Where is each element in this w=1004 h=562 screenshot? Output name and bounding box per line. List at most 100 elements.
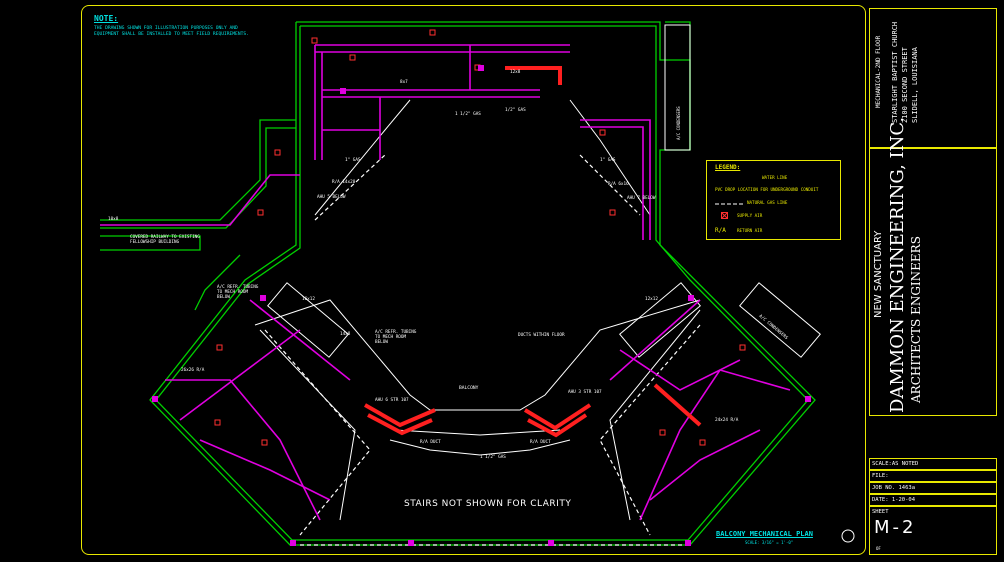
stairs-note: STAIRS NOT SHOWN FOR CLARITY	[404, 499, 572, 509]
pad	[688, 295, 694, 301]
pad	[685, 540, 691, 546]
upper-chamfer-left	[314, 99, 411, 216]
tag-gas-2: 1/2" GAS	[505, 108, 526, 113]
plan-scale: SCALE: 3/16" = 1'-0"	[745, 540, 794, 545]
north-arrow-icon	[841, 529, 855, 543]
legend-ra-symbol: R/A	[715, 227, 726, 234]
duct-diag-left	[249, 299, 351, 381]
gas-line-left-lower	[264, 329, 371, 536]
gas-line-right-lower	[599, 324, 701, 536]
diffuser	[609, 209, 616, 216]
duct-runs	[100, 44, 791, 521]
railway-2	[194, 254, 241, 311]
diffusers	[214, 29, 746, 446]
scale-text: SCALE:AS NOTED	[872, 461, 919, 467]
gas-line-symbol-icon	[715, 203, 745, 205]
tag-ahu-3: AHU 3 STR 107	[568, 390, 602, 395]
duct-diag-right	[609, 299, 701, 381]
diffuser	[274, 149, 281, 156]
sheet-number: M-2	[874, 517, 917, 538]
tag-gas-4: 1" GAS	[600, 158, 616, 163]
tag-ahu-6: AHU 6 STR 107	[375, 398, 409, 403]
tb-firm	[869, 148, 997, 416]
upper-chamfer-right	[569, 99, 651, 216]
tag-ac-tubing-2: A/C REFR. TUBING TO MECH ROOM BELOW	[375, 330, 417, 345]
gas-line-left-upper	[314, 154, 386, 221]
pad	[478, 65, 484, 71]
tag-ahu-5: AHU 5 BELOW	[317, 195, 346, 200]
tag-size-8: 12x8	[510, 70, 521, 75]
condenser-outlines	[664, 24, 821, 358]
title-block: MECHANICAL-2ND FLOOR STARLIGHT BAPTIST C…	[869, 8, 997, 555]
corridor-wall-2	[100, 127, 296, 229]
diffuser	[311, 37, 318, 44]
duct-lower-left-3	[199, 439, 331, 501]
corridor-wall	[100, 119, 296, 221]
legend-item-pvc: PVC DROP LOCATION FOR UNDERGROUND CONDUI…	[715, 187, 819, 192]
tb-scale	[869, 458, 997, 470]
pad	[408, 540, 414, 546]
tag-gas-5: 1 1/2" GAS	[480, 455, 506, 460]
project-name: NEW SANCTUARY	[873, 230, 884, 318]
hatch-left-2	[367, 413, 433, 436]
diffuser	[214, 419, 221, 426]
tag-ahu-7: AHU 7 BELOW	[627, 196, 656, 201]
pad	[340, 88, 346, 94]
hatch-right-2	[527, 413, 588, 438]
building-walls	[100, 21, 816, 546]
red-hatch	[364, 66, 702, 438]
legend-title: LEGEND:	[715, 164, 741, 171]
duct-lower-left-1	[165, 379, 321, 521]
pad	[260, 295, 266, 301]
equipment-pads	[152, 65, 811, 546]
sheet-title: MECHANICAL-2ND FLOOR	[875, 35, 882, 108]
tag-ac-tubing-1: A/C REFR. TUBING TO MECH ROOM BELOW	[217, 285, 259, 300]
tb-file	[869, 470, 997, 482]
diffuser	[349, 54, 356, 61]
plan-title: BALCONY MECHANICAL PLAN	[716, 530, 813, 538]
tag-ra-duct-2: R/A DUCT	[530, 440, 551, 445]
tag-size-5: 10x8	[108, 217, 119, 222]
tb-date	[869, 494, 997, 506]
stair-wall-right	[609, 309, 701, 521]
duct-lower-right-2	[649, 429, 761, 501]
note-title: NOTE:	[94, 14, 119, 23]
duct-right-2	[580, 126, 644, 240]
balcony-curve	[389, 439, 571, 456]
tag-size-3: 14x8	[340, 332, 351, 337]
balcony-edge-2	[394, 429, 561, 436]
tb-sheet	[869, 506, 997, 555]
legend-box: LEGEND: WATER LINE PVC DROP LOCATION FOR…	[706, 160, 841, 240]
duct-lower-right-1	[639, 369, 791, 521]
tag-size-6: 26x26 R/A	[181, 368, 205, 373]
job-text: JOB NO. 1463a	[872, 485, 916, 491]
drawing-border	[81, 5, 866, 555]
date-text: DATE: 1-20-04	[872, 497, 916, 503]
legend-item-return: RETURN AIR	[737, 228, 763, 233]
tag-size-2: 12x12	[645, 297, 658, 302]
hatch-right	[523, 403, 592, 431]
hatch-left	[364, 403, 436, 428]
firm-subtitle: ARCHITECTS ENGINEERS	[909, 236, 923, 403]
diffuser	[739, 344, 746, 351]
gas-line-right-upper	[579, 154, 641, 216]
tag-covered-railway: COVERED RAILWAY TO EXISTING FELLOWSHIP B…	[130, 235, 200, 245]
sheet-label: SHEET	[872, 509, 889, 515]
duct-right-1	[580, 119, 651, 240]
note-body: THE DRAWING SHOWN FOR ILLUSTRATION PURPO…	[94, 26, 249, 37]
sheet-of: OF	[876, 546, 881, 551]
duct-corridor	[100, 174, 300, 226]
client-name: STARLIGHT BAPTIST CHURCH	[891, 21, 899, 123]
diffuser	[429, 29, 436, 36]
legend-item-water: WATER LINE	[762, 175, 788, 180]
diffuser	[216, 344, 223, 351]
client-address: 2100 SECOND STREET	[901, 47, 909, 123]
gas-lines	[264, 154, 701, 546]
client-city: SLIDELL, LOUISIANA	[911, 47, 919, 123]
condenser-box-right	[739, 282, 821, 358]
tag-size-9: R/A 6x16	[608, 182, 629, 187]
pad	[290, 540, 296, 546]
balcony-edge	[254, 299, 701, 411]
legend-item-supply: SUPPLY AIR	[737, 213, 763, 218]
